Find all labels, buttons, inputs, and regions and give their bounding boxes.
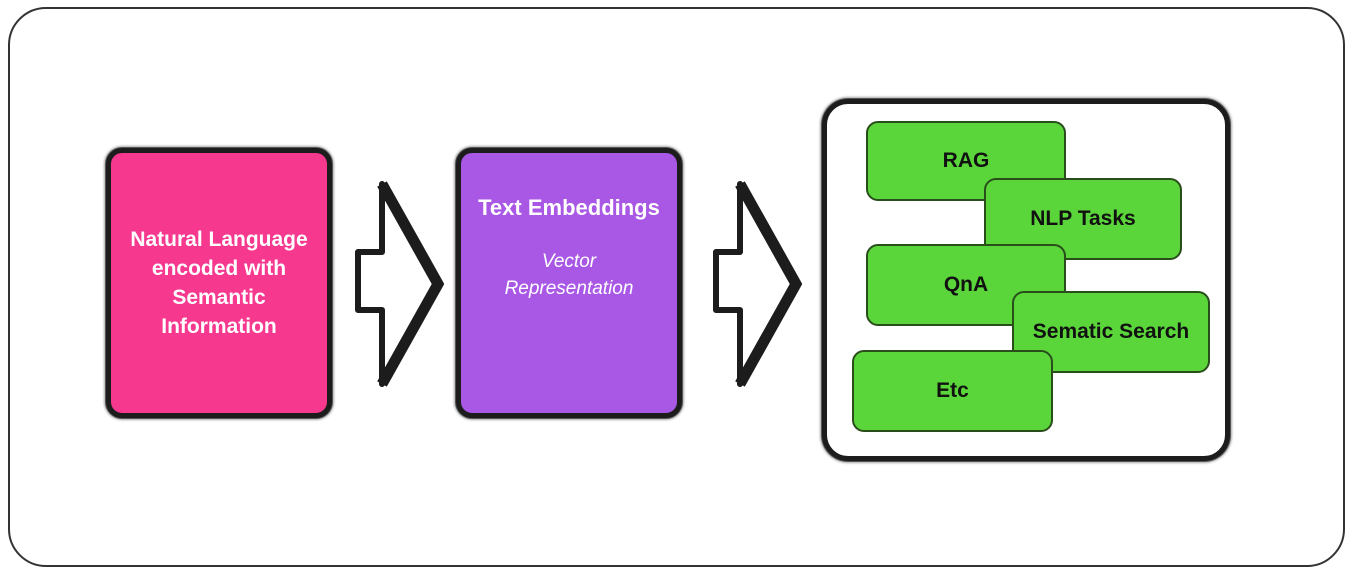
text-embeddings-box: Text Embeddings Vector Representation: [456, 148, 682, 418]
embeddings-title: Text Embeddings: [478, 195, 660, 220]
task-label: Etc: [936, 379, 969, 402]
embeddings-subtitle: Vector Representation: [505, 248, 634, 302]
task-label: RAG: [942, 149, 990, 172]
nl-line-4: Information: [161, 315, 277, 338]
nl-line-1: Natural Language: [130, 228, 308, 251]
right-block-arrow-icon: [713, 181, 802, 387]
nl-line-3: Semantic: [172, 286, 266, 309]
nl-line-2: encoded with: [151, 257, 287, 280]
task-label: QnA: [943, 273, 989, 296]
right-block-arrow-icon: [355, 181, 444, 387]
task-label: NLP Tasks: [1030, 207, 1136, 230]
natural-language-box: Natural Language encoded with Semantic I…: [106, 148, 332, 418]
subtitle-line-1: Vector: [541, 251, 597, 272]
task-label: Sematic Search: [1032, 320, 1190, 343]
subtitle-line-2: Representation: [504, 278, 634, 299]
task-etc: Etc: [852, 350, 1053, 432]
